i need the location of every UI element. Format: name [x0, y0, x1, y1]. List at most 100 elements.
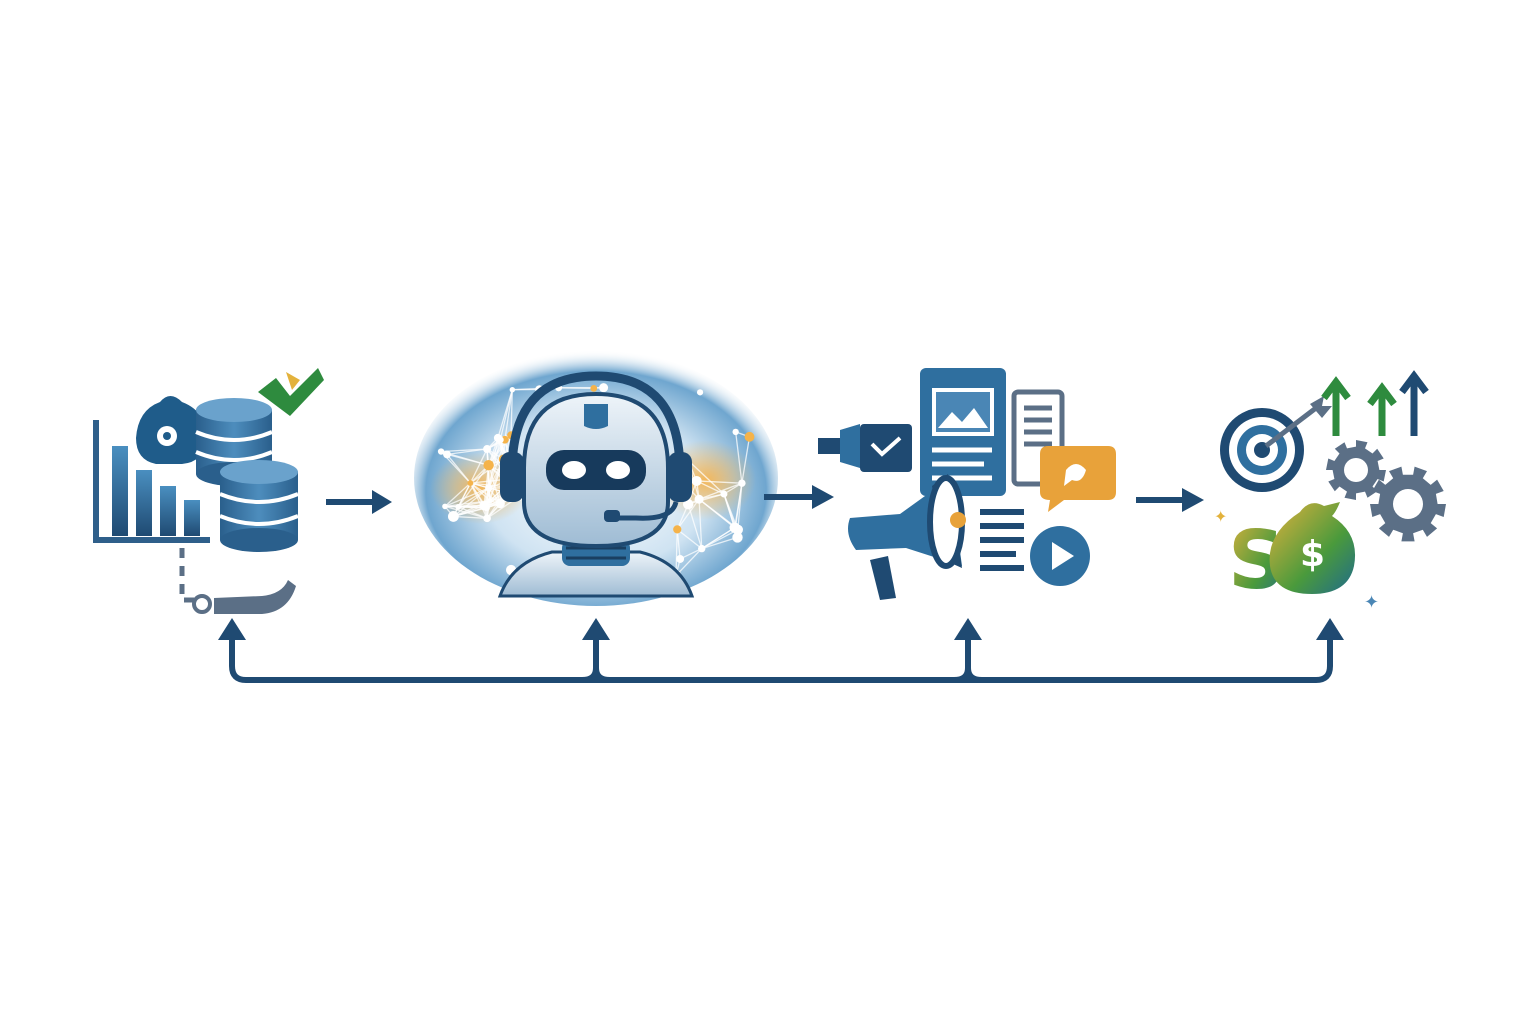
network-node: [732, 428, 739, 436]
network-node: [455, 504, 462, 510]
network-node: [509, 387, 516, 393]
network-node: [483, 460, 494, 471]
network-link: [696, 480, 725, 495]
network-node: [682, 498, 694, 510]
network-node: [485, 484, 493, 492]
feedback-loop: [218, 618, 1344, 683]
network-node: [744, 431, 755, 442]
network-link: [497, 389, 513, 439]
network-link: [444, 482, 471, 507]
network-link: [676, 528, 703, 550]
network-node: [487, 498, 493, 504]
network-node: [673, 525, 682, 534]
network-node: [443, 450, 451, 459]
stage-data: [93, 368, 324, 614]
network-node: [483, 445, 492, 454]
network-link: [701, 526, 736, 550]
network-link: [453, 502, 501, 518]
network-link: [698, 498, 736, 528]
bar-chart-icon: [93, 420, 210, 543]
headset-icon: [500, 371, 692, 522]
network-node: [731, 522, 740, 532]
network-link: [701, 536, 738, 550]
network-node: [437, 448, 445, 455]
network-link: [687, 459, 725, 495]
network-node: [590, 384, 598, 392]
network-node: [720, 490, 728, 498]
network-link: [696, 480, 742, 484]
network-link: [698, 499, 703, 549]
play-icon: [1030, 526, 1090, 586]
arrow-right-icon: [326, 490, 392, 514]
network-link: [676, 529, 681, 560]
arrow-up-icon: [1316, 618, 1344, 640]
network-node: [493, 433, 502, 442]
network-link: [469, 448, 488, 484]
sparkle-icon: ✦: [1214, 507, 1227, 526]
network-node: [442, 503, 448, 510]
network-link: [458, 502, 501, 508]
network-node: [467, 480, 474, 486]
chat-bubble-icon: [1040, 446, 1116, 512]
network-node: [696, 389, 704, 396]
network-link: [457, 487, 490, 508]
network-link: [453, 515, 488, 520]
database-icon: [195, 398, 299, 552]
checkmark-icon: [258, 368, 324, 416]
network-link: [558, 387, 594, 390]
network-node: [495, 498, 505, 509]
growth-arrows-icon: [1321, 370, 1429, 436]
arrow-up-icon: [218, 618, 246, 640]
network-node: [447, 511, 459, 522]
stage-results: S $ ✦ ✦: [1214, 370, 1446, 613]
network-link: [504, 389, 513, 440]
network-link: [734, 483, 743, 528]
network-link: [687, 493, 725, 505]
network-node: [483, 514, 491, 523]
robot-icon: [497, 391, 695, 598]
network-link: [457, 482, 471, 508]
network-node: [738, 479, 746, 487]
network-link: [444, 487, 490, 507]
network-node: [691, 475, 702, 486]
dollar-glyph: $: [1300, 534, 1325, 575]
gear-icon: [1326, 440, 1446, 542]
stage-content: [818, 368, 1116, 600]
network-node: [599, 383, 609, 393]
network-link: [488, 437, 499, 489]
network-node: [483, 504, 490, 512]
network-link: [676, 498, 700, 530]
video-camera-icon: [818, 424, 912, 472]
network-link: [687, 503, 703, 549]
arrow-up-icon: [582, 618, 610, 640]
stage-ai: [414, 350, 778, 606]
network-node: [694, 494, 704, 504]
dollar-icon: S $ ✦ ✦: [1214, 502, 1379, 613]
gear-hole: [1393, 489, 1423, 519]
target-icon: [1220, 396, 1332, 492]
arrow-right-icon: [764, 485, 834, 509]
network-link: [675, 548, 703, 577]
document-icon: [920, 368, 1065, 580]
network-node: [698, 544, 706, 553]
flow-arrows: [326, 485, 1204, 514]
sparkle-icon: ✦: [1364, 592, 1379, 613]
network-link: [452, 487, 490, 517]
arrow-up-icon: [954, 618, 982, 640]
network-link: [510, 389, 513, 436]
network-node: [676, 554, 685, 563]
network-link: [735, 431, 743, 484]
network-node: [732, 532, 743, 543]
pipe-icon: [179, 548, 296, 614]
gear-hole: [1344, 458, 1368, 482]
megaphone-icon: [848, 474, 966, 600]
money-bag-icon: [136, 396, 207, 464]
network-link: [487, 465, 501, 504]
network-link: [723, 493, 737, 528]
network-link: [741, 436, 751, 484]
arrow-right-icon: [1136, 488, 1204, 512]
network-link: [675, 529, 678, 576]
network-link: [469, 482, 488, 519]
network-link: [457, 464, 490, 508]
